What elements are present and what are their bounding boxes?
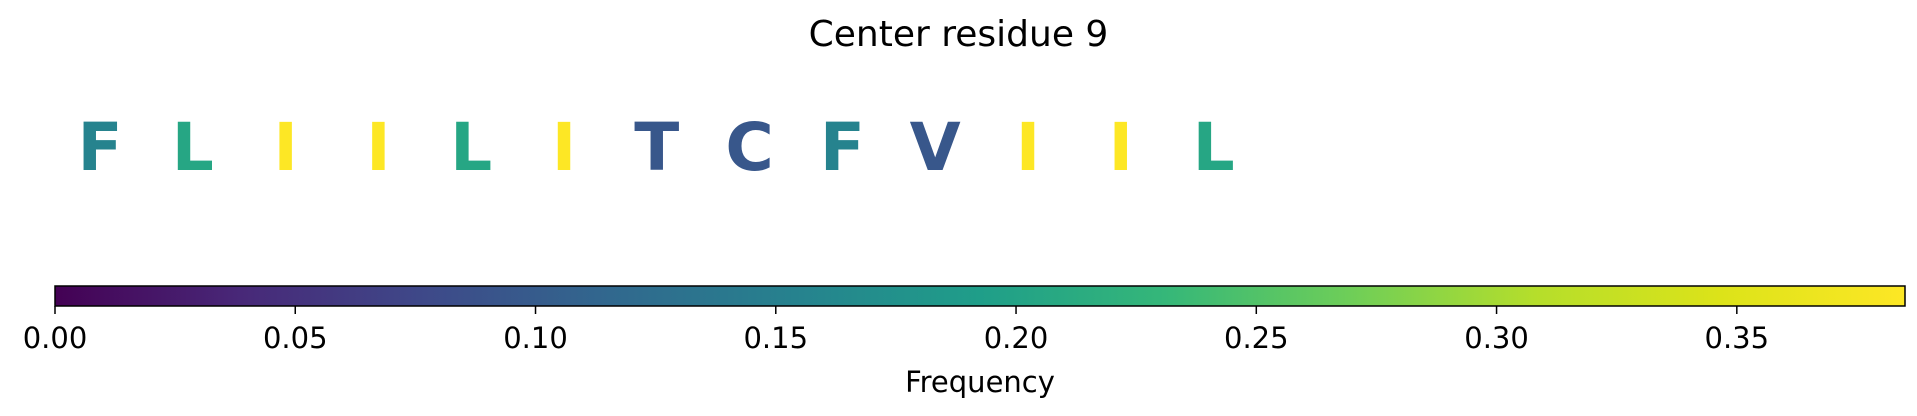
residue-letter: I <box>366 109 391 186</box>
residue-letter: V <box>910 109 961 186</box>
residue-letter: I <box>1016 109 1041 186</box>
colorbar-tick-label: 0.35 <box>1705 321 1770 355</box>
residue-letter: I <box>273 109 298 186</box>
colorbar-tick-label: 0.00 <box>23 321 88 355</box>
residue-letter: T <box>634 109 679 186</box>
colorbar-gradient <box>54 285 1906 307</box>
chart-title: Center residue 9 <box>808 14 1109 55</box>
residue-letter: L <box>172 109 214 186</box>
residue-letter: L <box>450 109 492 186</box>
residue-letter: I <box>1109 109 1134 186</box>
residue-letter: F <box>820 109 865 186</box>
residue-letter: C <box>725 109 773 186</box>
colorbar-tick-label: 0.15 <box>743 321 808 355</box>
colorbar-tick-label: 0.05 <box>263 321 328 355</box>
residue-letter: F <box>77 109 122 186</box>
colorbar-tick-label: 0.10 <box>503 321 568 355</box>
residue-letter: I <box>552 109 577 186</box>
colorbar-ticks: 0.00 0.05 0.10 0.15 0.20 0.25 0.30 0.35 <box>23 306 1769 355</box>
colorbar-tick-label: 0.30 <box>1464 321 1529 355</box>
colorbar-tick-label: 0.20 <box>984 321 1049 355</box>
residue-letter: L <box>1193 109 1235 186</box>
colorbar-tick-label: 0.25 <box>1224 321 1289 355</box>
colorbar: 0.00 0.05 0.10 0.15 0.20 0.25 0.30 0.35 <box>23 285 1906 355</box>
colorbar-label: Frequency <box>905 365 1055 399</box>
